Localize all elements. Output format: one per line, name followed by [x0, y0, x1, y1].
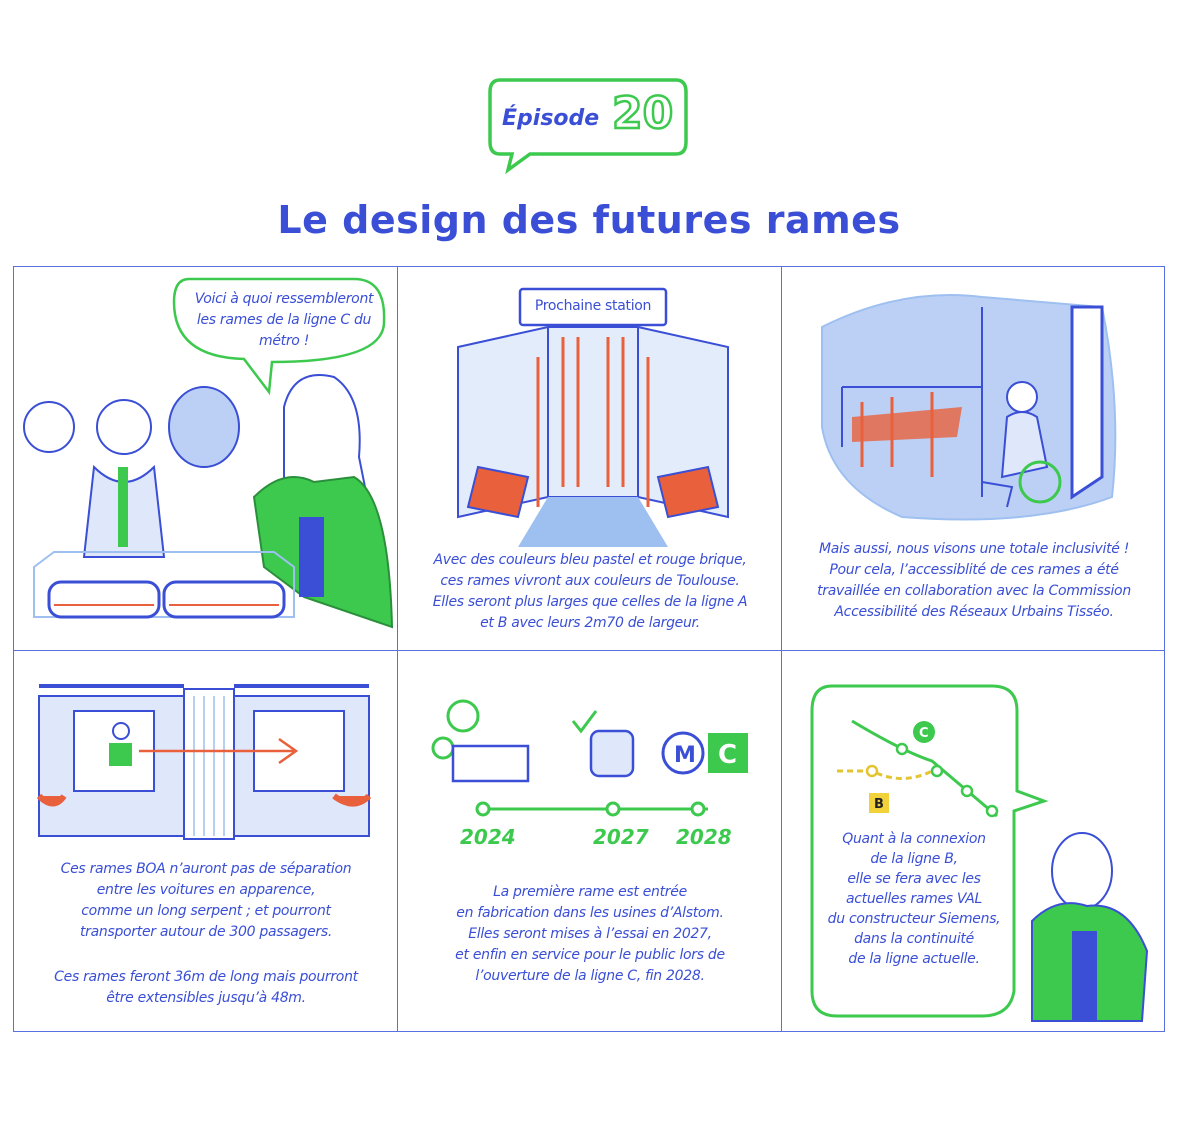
caption-line: Quant à la connexion — [842, 831, 986, 847]
panel-connection: C B Quant à la connexion de la ligne B, … — [782, 651, 1166, 1034]
panel-presentation: Voici à quoi ressembleront les rames de … — [14, 267, 398, 650]
caption-line: La première rame est entrée — [493, 884, 687, 900]
page-title: Le design des futures rames — [277, 198, 901, 242]
line-letter: C — [718, 740, 737, 770]
divider — [14, 650, 1164, 651]
panel-length: Ces rames BOA n’auront pas de séparation… — [14, 651, 398, 1034]
factory-icon — [451, 744, 530, 783]
divider — [397, 267, 398, 1031]
caption-line: et enfin en service pour le public lors … — [455, 947, 725, 963]
caption-line: dans la continuité — [854, 931, 974, 947]
caption-line: entre les voitures en apparence, — [96, 882, 316, 898]
train-interior-illustration — [457, 287, 729, 547]
timeline-year: 2024 — [460, 825, 516, 849]
caption-line: du constructeur Siemens, — [827, 911, 1001, 927]
gear-icon — [446, 699, 480, 733]
caption-line: Ces rames feront 36m de long mais pourro… — [54, 969, 358, 985]
comic-grid: Voici à quoi ressembleront les rames de … — [13, 266, 1165, 1032]
caption-line: Avec des couleurs bleu pastel et rouge b… — [433, 552, 747, 568]
caption-line: de la ligne actuelle. — [848, 951, 980, 967]
panel-interior: Prochaine station Avec des couleurs bleu… — [398, 267, 782, 650]
train-gangway-illustration — [36, 684, 372, 840]
caption-line: l’ouverture de la ligne C, fin 2028. — [475, 968, 705, 984]
caption-line: Mais aussi, nous visons une totale inclu… — [818, 541, 1130, 557]
caption-line: et B avec leurs 2m70 de largeur. — [480, 615, 700, 631]
caption-line: travaillée en collaboration avec la Comm… — [817, 583, 1131, 599]
timeline-year: 2028 — [676, 825, 732, 849]
speech-bubble-text: Quant à la connexion de la ligne B, elle… — [812, 829, 1016, 969]
caption-line: en fabrication dans les usines d’Alstom. — [456, 905, 724, 921]
panel-caption: Ces rames BOA n’auront pas de séparation… — [14, 859, 398, 943]
caption-line: être extensibles jusqu’à 48m. — [106, 990, 306, 1006]
wheelchair-passenger-illustration — [821, 294, 1117, 521]
panel-caption: Mais aussi, nous visons une totale inclu… — [782, 539, 1166, 623]
caption-line: elle se fera avec les — [847, 871, 981, 887]
gear-icon — [431, 736, 455, 760]
train-icon — [589, 729, 635, 778]
caption-line: de la ligne B, — [870, 851, 958, 867]
caption-line: Pour cela, l’accessiblité de ces rames a… — [829, 562, 1119, 578]
timeline-year: 2027 — [593, 825, 649, 849]
panel-caption: Avec des couleurs bleu pastel et rouge b… — [398, 550, 782, 634]
metro-icon — [661, 731, 705, 775]
caption-line: comme un long serpent ; et pourront — [81, 903, 331, 919]
episode-bubble — [488, 78, 688, 175]
caption-line: Elles seront mises à l’essai en 2027, — [468, 926, 712, 942]
line-c-icon — [708, 733, 748, 773]
caption-line: Ces rames BOA n’auront pas de séparation — [60, 861, 352, 877]
episode-number: 20 — [611, 87, 675, 141]
caption-line: Accessibilité des Réseaux Urbains Tisséo… — [834, 604, 1114, 620]
panel-accessibility: Mais aussi, nous visons une totale inclu… — [782, 267, 1166, 650]
line-c-label: C — [919, 726, 929, 741]
panel-caption-2: Ces rames feront 36m de long mais pourro… — [14, 967, 398, 1009]
line-b-label: B — [874, 797, 884, 812]
panel-timeline: 2024 2027 2028 M C La première rame est … — [398, 651, 782, 1034]
panel-caption: La première rame est entrée en fabricati… — [398, 882, 782, 987]
metro-letter: M — [674, 743, 696, 768]
line-map-illustration: C B — [810, 684, 1149, 1022]
people-train-model-illustration — [23, 277, 394, 629]
caption-line: transporter autour de 300 passagers. — [79, 924, 333, 940]
caption-line: Elles seront plus larges que celles de l… — [432, 594, 748, 610]
episode-label: Épisode — [502, 106, 600, 131]
check-icon — [571, 710, 598, 734]
timeline-illustration: 2024 2027 2028 M C — [431, 699, 748, 849]
divider — [781, 267, 782, 1031]
caption-line: actuelles rames VAL — [845, 891, 983, 907]
caption-line: ces rames vivront aux couleurs de Toulou… — [440, 573, 740, 589]
speech-bubble-text: Voici à quoi ressembleront les rames de … — [194, 291, 374, 349]
next-station-sign: Prochaine station — [534, 298, 652, 314]
